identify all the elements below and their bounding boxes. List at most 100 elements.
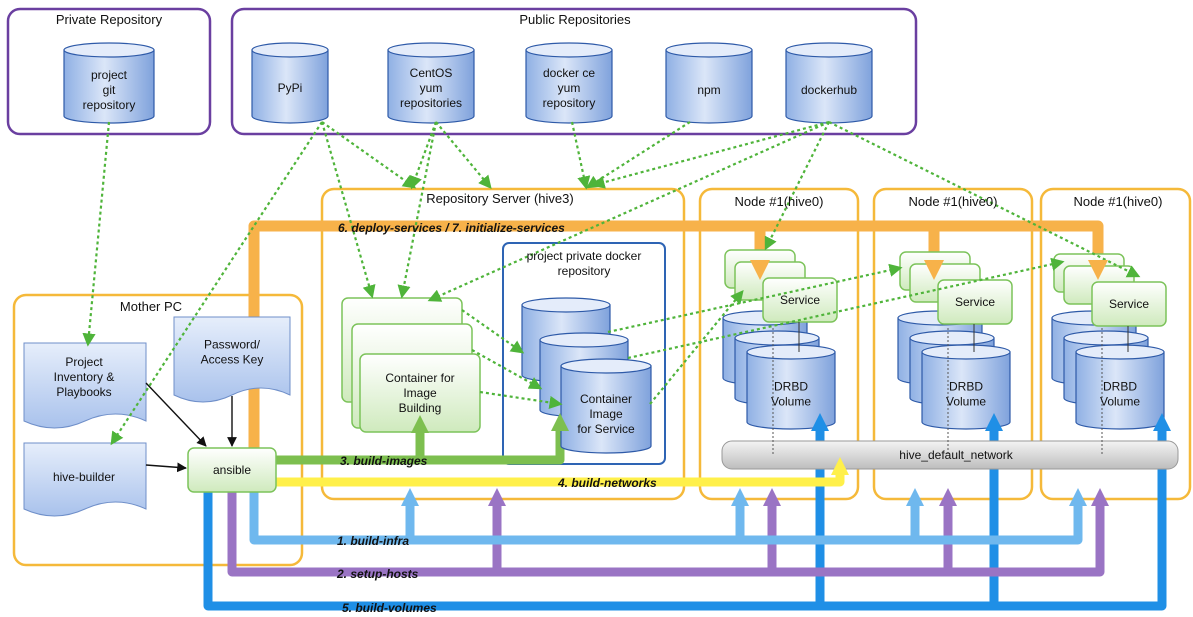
node-c-drbd-mid-top <box>1063 330 1149 346</box>
node-b-drbd-body <box>921 351 1011 430</box>
project-git-repository-cylinder <box>63 42 155 124</box>
npm-cylinder-body <box>665 49 753 124</box>
image-to-node-b-link <box>607 263 903 334</box>
hive-network-bar <box>721 440 1179 470</box>
docker-ce-label-line: docker ce <box>543 66 595 80</box>
container-build-label-line: Container for <box>385 371 454 385</box>
password-document <box>173 316 291 403</box>
pypi-to-builder-link <box>110 121 323 446</box>
project-git-label-line: project <box>91 68 128 82</box>
node-b-drbd-label-line: DRBD <box>949 380 983 394</box>
inventory-label-line: Project <box>65 355 103 369</box>
node-a-service <box>762 277 838 323</box>
build-volumes-arrow <box>203 428 1167 611</box>
centos-cylinder-body <box>387 49 475 124</box>
build-volumes-head <box>811 413 829 431</box>
build-infra-head <box>906 488 924 506</box>
deploy-services-head <box>1088 260 1108 280</box>
container-image-stack-mid-top <box>539 332 629 348</box>
pypi-label-line: PyPi <box>278 81 303 95</box>
centos-label-line: yum <box>420 81 443 95</box>
dockerhub-to-container-link <box>427 120 830 302</box>
centos-cylinder <box>387 42 475 124</box>
private-repository-title: Private Repository <box>56 12 163 27</box>
pypi-cylinder <box>251 42 329 124</box>
hive-network-label: hive_default_network <box>899 448 1013 462</box>
node-c-drbd-top <box>1075 344 1165 360</box>
dockerhub-label-line: dockerhub <box>801 83 857 97</box>
step-build-infra-label: 1. build-infra <box>337 534 409 548</box>
node-c-title: Node #1(hive0) <box>1074 194 1163 209</box>
public-repositories-title: Public Repositories <box>519 12 631 27</box>
node-b-service <box>937 279 1013 325</box>
password-label-line: Access Key <box>201 353 264 367</box>
node-a-title: Node #1(hive0) <box>735 194 824 209</box>
build-infra-head <box>731 488 749 506</box>
pypi-cylinder-body <box>251 49 329 124</box>
dockerce-to-server-link <box>570 121 591 190</box>
container-to-image-link-2 <box>471 349 543 390</box>
node-b-service-label: Service <box>955 295 995 309</box>
ansible-label: ansible <box>213 463 251 477</box>
docker-ce-cylinder-top <box>525 42 613 58</box>
node-b-drbd-mid-top <box>909 330 995 346</box>
node-b-drbd-label-line: Volume <box>946 395 986 409</box>
container-build-label-line: Image <box>403 386 437 400</box>
inventory-label-line: Inventory & <box>54 370 115 384</box>
step-build-networks-label: 4. build-networks <box>557 476 657 490</box>
node-b-drbd <box>921 344 1011 430</box>
container-to-image-link-3 <box>479 390 563 409</box>
node-a-drbd <box>746 344 836 430</box>
git-to-inventory-link <box>82 121 111 347</box>
dotted-connections <box>82 120 1141 446</box>
container-image-node-top <box>560 358 652 374</box>
centos-label-line: repositories <box>400 96 462 110</box>
node-c-drbd-label-line: DRBD <box>1103 380 1137 394</box>
container-image-stack-back-top <box>521 297 611 313</box>
project-git-label-line: git <box>103 83 116 97</box>
dockerhub-to-server-link <box>591 120 830 189</box>
container-image-node <box>560 358 652 454</box>
node-a-service-label: Service <box>780 293 820 307</box>
node-a-drbd-label-line: Volume <box>771 395 811 409</box>
build-infra-head <box>401 488 419 506</box>
setup-hosts-arrow <box>227 480 1105 577</box>
mother-pc-title: Mother PC <box>120 299 182 314</box>
step-build-volumes-label: 5. build-volumes <box>342 601 437 615</box>
build-volumes-head <box>985 413 1003 431</box>
password-label-line: Password/ <box>204 338 261 352</box>
workflow-arrowheads <box>401 260 1171 506</box>
build-images-branch <box>420 428 565 465</box>
docker-ce-label-line: yum <box>558 81 581 95</box>
npm-to-server-link <box>585 121 691 189</box>
builder-to-ansible-arrow <box>145 462 187 473</box>
build-networks-head <box>831 457 849 475</box>
setup-hosts-head <box>1091 488 1109 506</box>
project-git-label-line: repository <box>83 98 136 112</box>
project-git-repository-cylinder-top <box>63 42 155 58</box>
node-c-drbd-label-line: Volume <box>1100 395 1140 409</box>
build-images-head <box>551 413 569 431</box>
step-setup-hosts-label: 2. setup-hosts <box>336 567 419 581</box>
docker-ce-label-line: repository <box>543 96 596 110</box>
dockerhub-cylinder-top <box>785 42 873 58</box>
container-image-label-line: Container <box>580 392 632 406</box>
npm-label-line: npm <box>697 83 720 97</box>
pypi-to-container-link <box>320 121 376 299</box>
ansible-node <box>187 447 277 493</box>
pypi-cylinder-top <box>251 42 329 58</box>
node-a-drbd-body <box>746 351 836 430</box>
npm-cylinder <box>665 42 753 124</box>
npm-cylinder-top <box>665 42 753 58</box>
hive-builder-label-line: hive-builder <box>53 470 115 484</box>
setup-hosts-head <box>763 488 781 506</box>
container-to-image-link <box>461 309 525 354</box>
deploy-services-head <box>924 260 944 280</box>
pypi-to-server-link <box>321 121 417 189</box>
inventory-to-ansible-arrow <box>145 382 207 447</box>
deploy-services-head <box>750 260 770 280</box>
container-image-label-line: Image <box>589 407 623 421</box>
node-a-drbd-mid-top <box>734 330 820 346</box>
step-deploy-label: 6. deploy-services / 7. initialize-servi… <box>338 221 565 235</box>
